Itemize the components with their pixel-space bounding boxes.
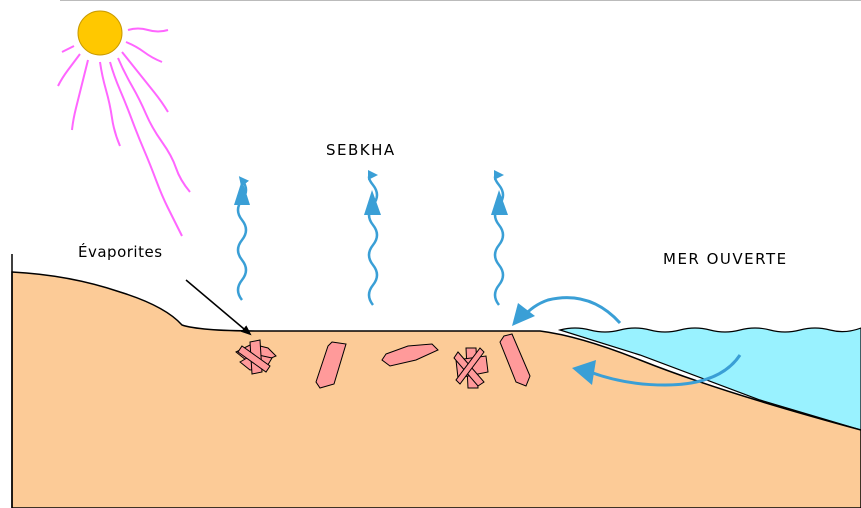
evaporites-pointer-arrow [186, 280, 250, 334]
evaporites-label: Évaporites [78, 243, 163, 261]
evaporite-crystal-icon [454, 348, 488, 388]
sun-icon [78, 11, 122, 55]
evaporation-arrows [238, 175, 503, 305]
open-sea-label: MER OUVERTE [663, 250, 788, 268]
sebkha-label: SEBKHA [326, 141, 396, 159]
seawater-flow-arrow-icon [522, 298, 620, 323]
sun-rays [58, 29, 190, 237]
